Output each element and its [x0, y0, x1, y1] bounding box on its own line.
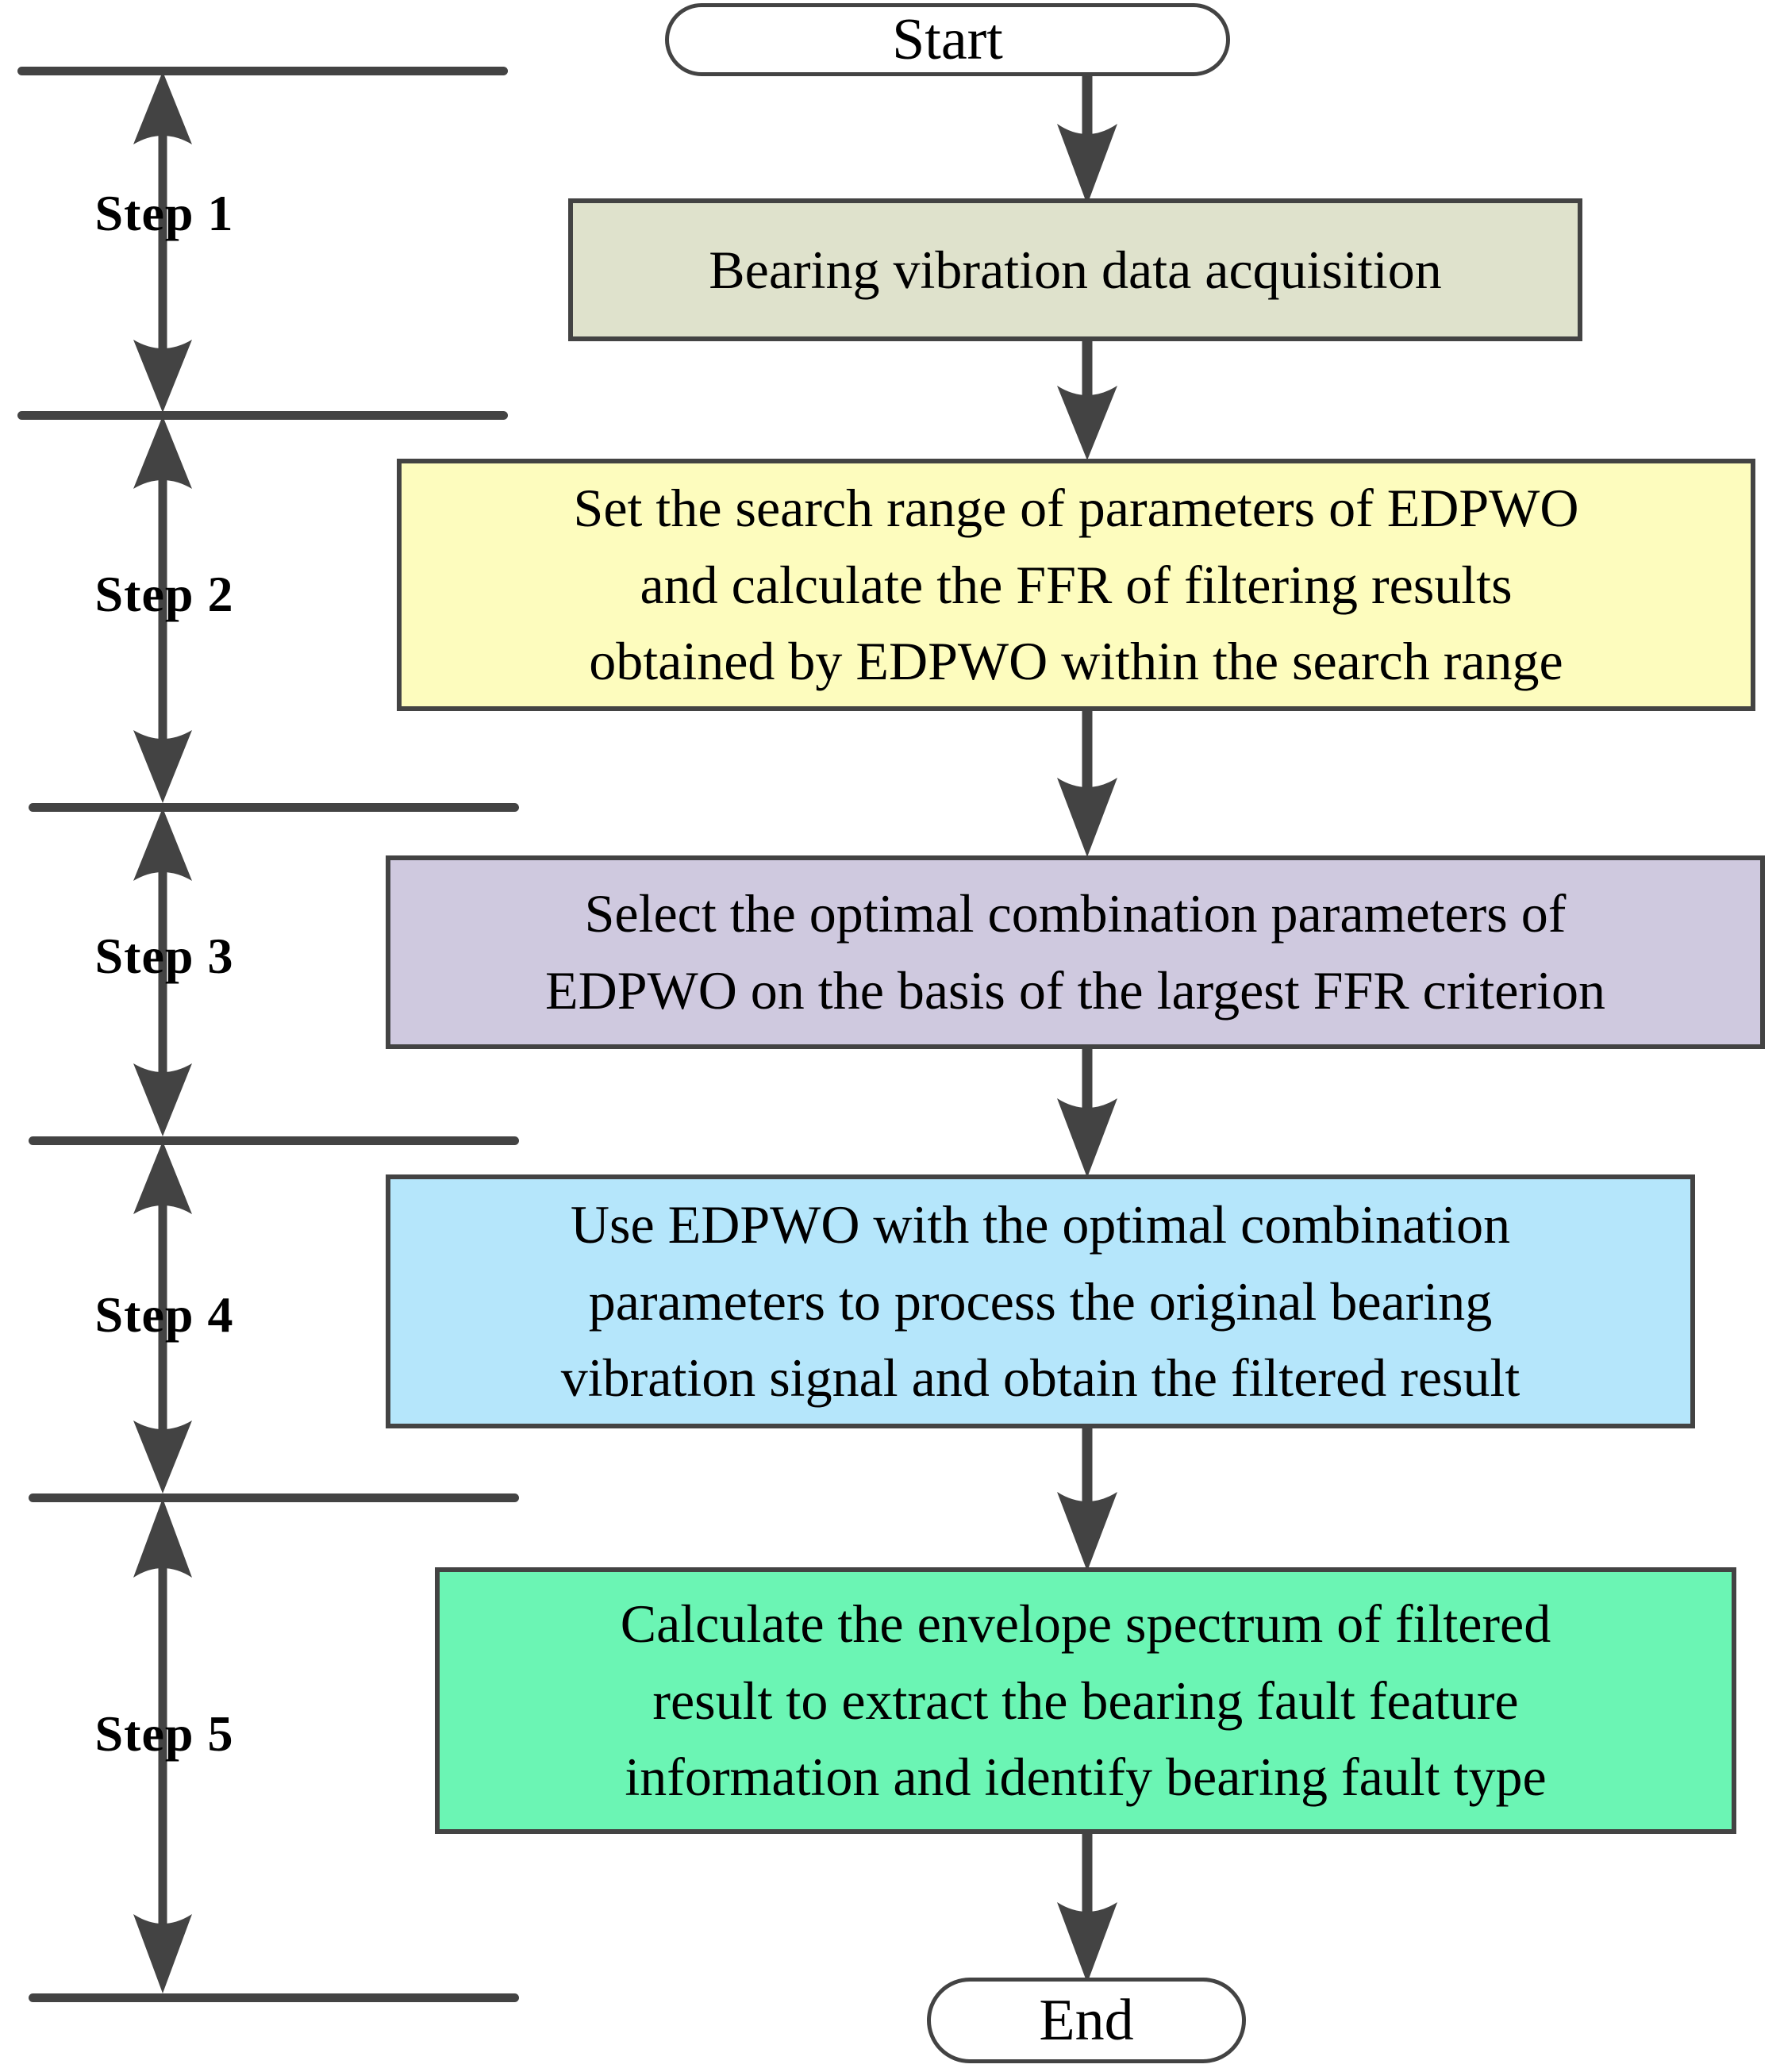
step-3-measure-arrow [0, 808, 333, 1136]
node-end[interactable]: End [927, 1978, 1246, 2063]
step-2-measure-arrow [0, 416, 333, 803]
text-line: parameters to process the original beari… [588, 1270, 1493, 1332]
step-label-5: Step 5 [94, 1705, 234, 1762]
node-start-label: Start [892, 6, 1003, 72]
text-line: Use EDPWO with the optimal combination [570, 1194, 1511, 1255]
step-5-measure-arrow [0, 1498, 333, 1993]
text-line: Calculate the envelope spectrum of filte… [620, 1593, 1551, 1655]
node-envelope-text: Calculate the envelope spectrum of filte… [621, 1586, 1551, 1816]
step-divider-top [17, 67, 508, 75]
step-label-4: Step 4 [94, 1286, 234, 1343]
step-1-measure-arrow [0, 71, 333, 413]
step-4-measure-arrow [0, 1141, 333, 1493]
step-divider-3-4 [29, 1136, 519, 1145]
text-line: and calculate the FFR of filtering resul… [640, 554, 1513, 615]
node-acquisition[interactable]: Bearing vibration data acquisition [568, 198, 1582, 341]
edge-select-optimal-to-use-edpwo [1016, 1048, 1159, 1178]
step-divider-1-2 [17, 411, 508, 420]
node-start[interactable]: Start [665, 3, 1230, 76]
step-divider-4-5 [29, 1493, 519, 1502]
edge-start-to-acquisition [1016, 75, 1159, 205]
step-label-3: Step 3 [94, 928, 234, 984]
step-label-2: Step 2 [94, 566, 234, 622]
node-select-optimal-text: Select the optimal combination parameter… [545, 875, 1605, 1028]
text-line: Set the search range of parameters of ED… [573, 478, 1579, 539]
step-divider-bottom [29, 1993, 519, 2002]
node-end-label: End [1039, 1987, 1134, 2053]
text-line: vibration signal and obtain the filtered… [560, 1347, 1520, 1409]
node-select-optimal[interactable]: Select the optimal combination parameter… [386, 855, 1765, 1049]
node-envelope[interactable]: Calculate the envelope spectrum of filte… [435, 1567, 1736, 1834]
text-line: information and identify bearing fault t… [625, 1747, 1547, 1808]
node-acquisition-text: Bearing vibration data acquisition [709, 232, 1441, 309]
text-line: Select the optimal combination parameter… [584, 883, 1567, 944]
step-divider-2-3 [29, 803, 519, 812]
edge-acquisition-to-search-range [1016, 340, 1159, 460]
step-label-1: Step 1 [94, 185, 234, 241]
text-line: result to extract the bearing fault feat… [652, 1670, 1519, 1731]
edge-envelope-to-end [1016, 1832, 1159, 1983]
node-use-edpwo[interactable]: Use EDPWO with the optimal combination p… [386, 1174, 1695, 1428]
edge-use-edpwo-to-envelope [1016, 1427, 1159, 1571]
text-line: obtained by EDPWO within the search rang… [589, 631, 1563, 692]
text-line: EDPWO on the basis of the largest FFR cr… [545, 960, 1605, 1021]
node-search-range[interactable]: Set the search range of parameters of ED… [397, 459, 1755, 711]
edge-search-range-to-select-optimal [1016, 709, 1159, 857]
text-line: Bearing vibration data acquisition [709, 239, 1442, 300]
node-use-edpwo-text: Use EDPWO with the optimal combination p… [561, 1186, 1520, 1417]
node-search-range-text: Set the search range of parameters of ED… [574, 470, 1579, 700]
